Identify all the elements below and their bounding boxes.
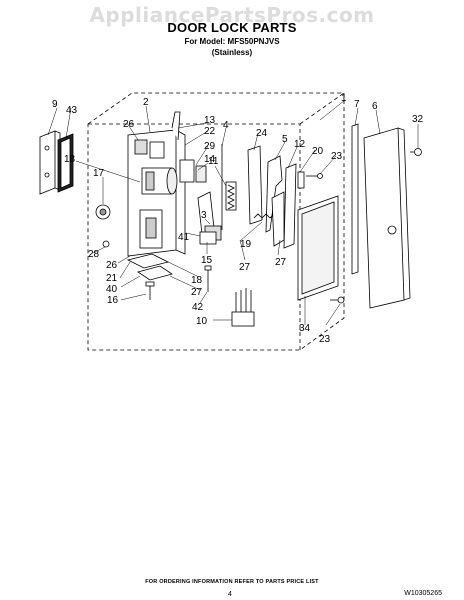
callout-4: 4 xyxy=(223,120,229,131)
callout-23-upper: 23 xyxy=(331,151,343,162)
callout-27-right: 27 xyxy=(275,257,287,268)
part-screw-23-bottom xyxy=(330,296,345,304)
part-solenoid-17 xyxy=(141,167,178,195)
part-bracket-9 xyxy=(39,130,61,195)
part-spring-11 xyxy=(225,181,237,211)
part-stop-20 xyxy=(297,171,305,189)
callout-24: 24 xyxy=(256,128,268,139)
part-plate-21 xyxy=(126,253,170,269)
callout-21: 21 xyxy=(106,273,118,284)
part-lever-13 xyxy=(171,111,181,141)
callout-23-lower: 23 xyxy=(319,334,331,345)
part-arm-5 xyxy=(265,155,283,233)
callout-32: 32 xyxy=(412,114,424,125)
callout-18-upper: 18 xyxy=(64,154,76,165)
callout-19: 19 xyxy=(240,239,252,250)
watermark: AppliancePartsPros.com xyxy=(89,3,375,27)
part-switch-18 xyxy=(139,209,163,249)
callout-1: 1 xyxy=(341,93,347,104)
callout-22: 22 xyxy=(204,126,216,137)
callout-5: 5 xyxy=(282,134,288,145)
callout-6: 6 xyxy=(372,101,378,112)
callout-16: 16 xyxy=(107,295,119,306)
callout-43: 43 xyxy=(66,105,78,116)
callout-27-center: 27 xyxy=(239,262,251,273)
model-line: For Model: MFS50PNJVS xyxy=(184,37,280,46)
callout-15: 15 xyxy=(201,255,213,266)
callout-18-lower: 18 xyxy=(191,275,203,286)
part-screw-28 xyxy=(102,240,110,248)
assembly-boundary xyxy=(87,92,345,351)
callout-20: 20 xyxy=(312,146,324,157)
ordering-note: FOR ORDERING INFORMATION REFER TO PARTS … xyxy=(145,579,319,585)
callout-10: 10 xyxy=(196,316,208,327)
callout-29: 29 xyxy=(204,141,216,152)
part-screw-23-top xyxy=(306,173,323,179)
part-cam-17 xyxy=(95,204,111,220)
part-screw-16 xyxy=(145,281,155,300)
callout-17: 17 xyxy=(93,168,105,179)
page-number: 4 xyxy=(228,591,232,598)
callout-27-lower: 27 xyxy=(191,287,203,298)
part-screw-32 xyxy=(410,148,422,156)
callout-9: 9 xyxy=(52,99,58,110)
part-arm-12 xyxy=(283,163,297,249)
callout-11: 11 xyxy=(208,156,219,167)
part-control-board-34 xyxy=(297,195,339,301)
callout-42: 42 xyxy=(192,302,204,313)
page-title: DOOR LOCK PARTS xyxy=(167,20,297,35)
callout-26-lower: 26 xyxy=(106,260,118,271)
part-wire-harness-10 xyxy=(231,288,255,327)
callout-14: 14 xyxy=(204,154,216,165)
part-switch-15 xyxy=(199,231,217,245)
part-strip-7 xyxy=(351,123,359,275)
callout-7: 7 xyxy=(354,99,360,110)
part-screw-42 xyxy=(204,265,212,292)
part-bracket-40 xyxy=(137,265,173,281)
callout-41: 41 xyxy=(178,232,190,243)
finish-line: (Stainless) xyxy=(211,48,253,57)
callout-34: 34 xyxy=(299,323,311,334)
callout-28: 28 xyxy=(88,249,100,260)
callout-13: 13 xyxy=(204,115,216,126)
callout-40: 40 xyxy=(106,284,118,295)
part-cover-6 xyxy=(363,127,411,309)
part-gasket-43 xyxy=(57,133,74,193)
document-number: W10305265 xyxy=(404,590,442,597)
callout-12: 12 xyxy=(294,139,306,150)
callout-3: 3 xyxy=(201,210,207,221)
part-lever-24 xyxy=(247,145,263,225)
callout-26-upper: 26 xyxy=(123,119,135,130)
callout-2: 2 xyxy=(143,97,149,108)
part-switch-22 xyxy=(179,159,207,183)
part-lever-27 xyxy=(271,191,285,247)
